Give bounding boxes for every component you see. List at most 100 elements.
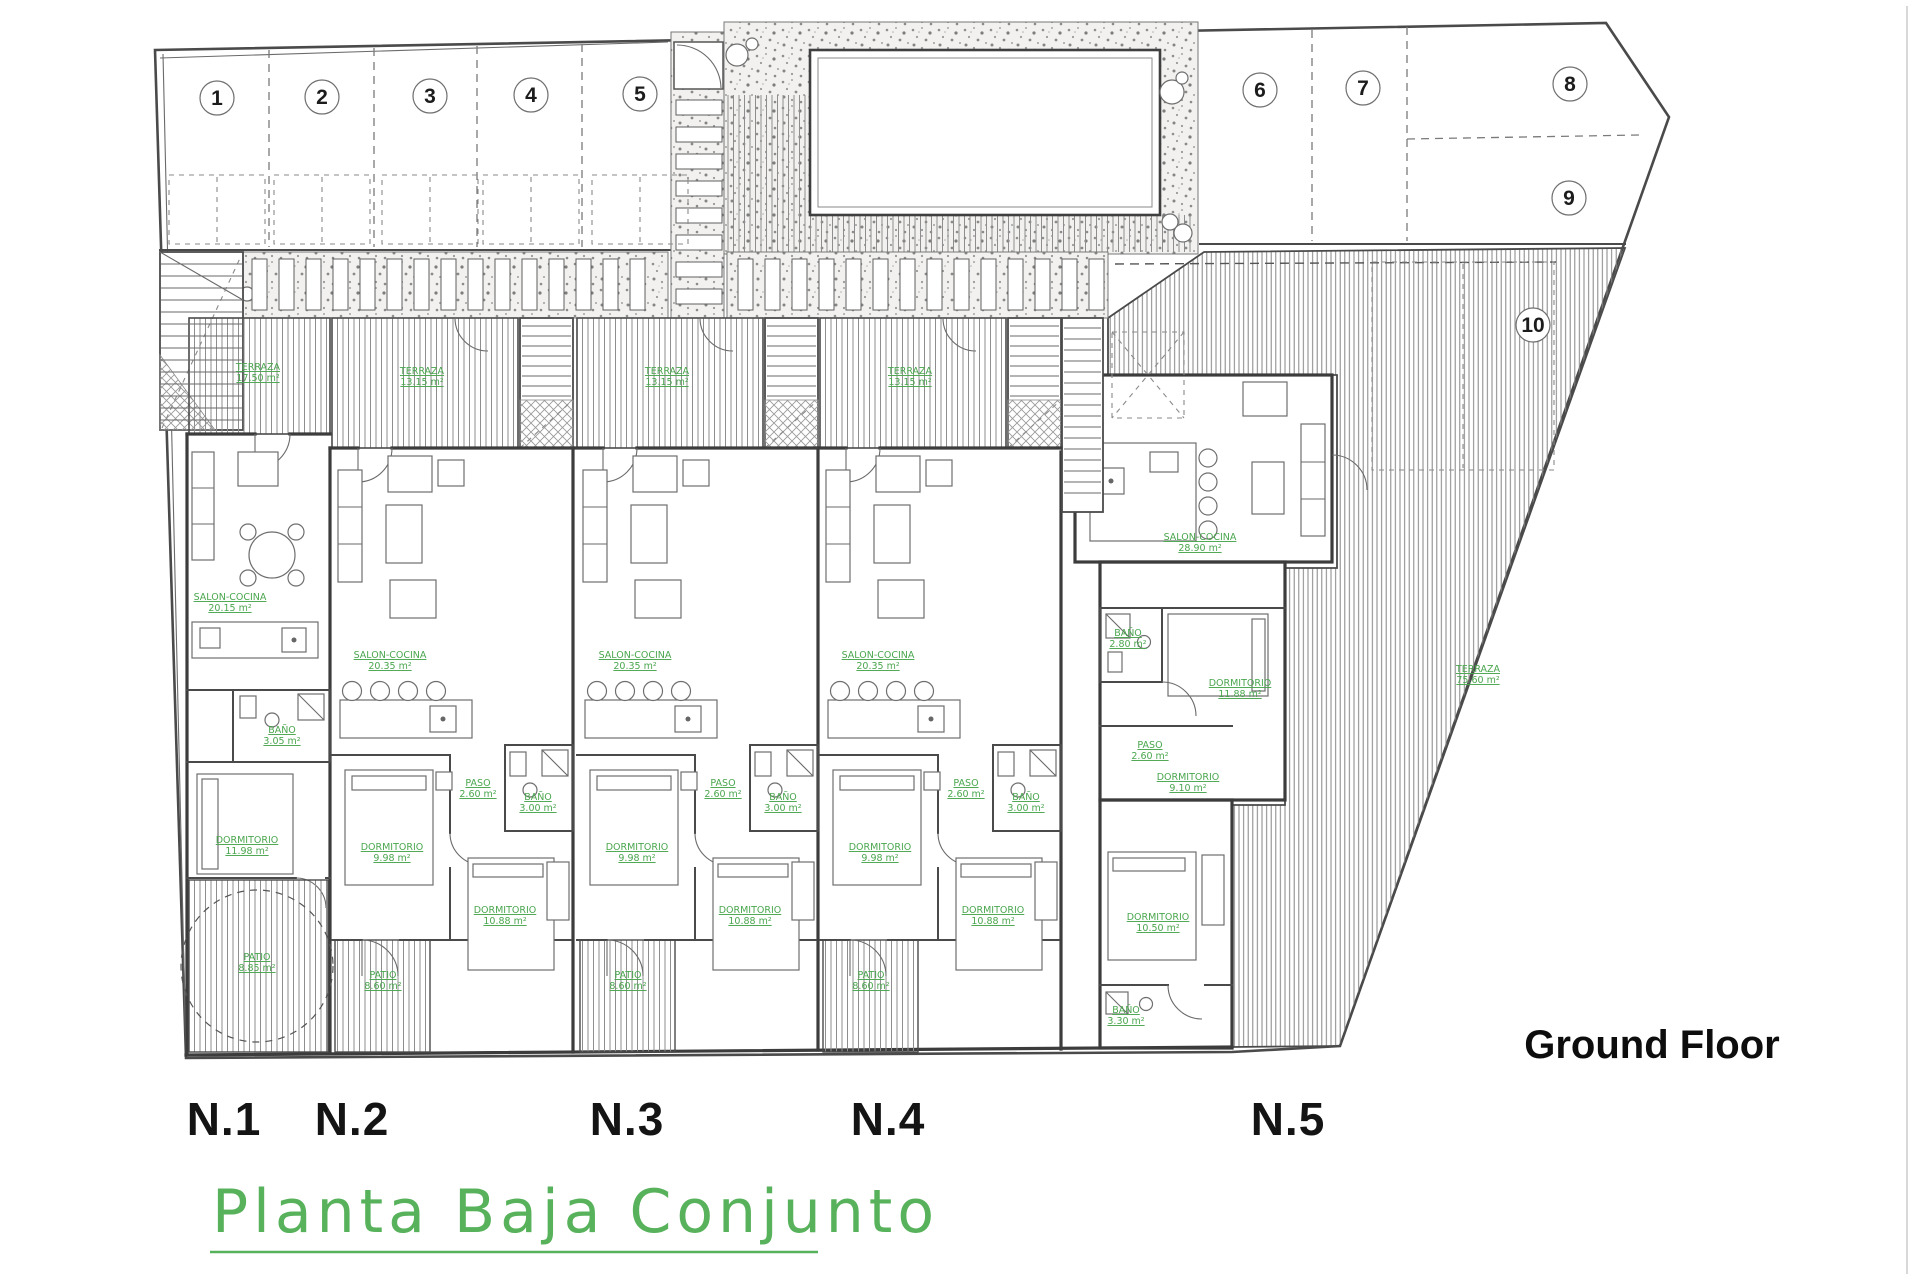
pergola-slat (629, 258, 646, 311)
room-label: DORMITORIO (216, 835, 279, 846)
room-area: 3.00 m² (764, 803, 801, 814)
stepping-slab (675, 261, 723, 278)
parking-bay (381, 174, 479, 245)
bed (1167, 613, 1269, 697)
entrance-gate (673, 41, 724, 90)
room-label: BAÑO (1114, 628, 1142, 639)
parking-space-4: 4 (513, 77, 549, 113)
parking-number: 4 (525, 84, 537, 107)
pergola-slat (278, 258, 295, 311)
room-label: SALON-COCINA (842, 650, 915, 661)
parking-numbers: 1 2 3 4 5 6 7 8 9 10 (199, 66, 1588, 343)
parking-number: 6 (1254, 79, 1266, 102)
room-area: 3.00 m² (519, 803, 556, 814)
pergola-slat (521, 258, 538, 311)
parking-space-3: 3 (412, 78, 448, 114)
pergola-slat (845, 258, 862, 311)
generated-linework (161, 99, 1105, 1053)
pergola-slat (1034, 258, 1051, 311)
room-area: 2.60 m² (947, 789, 984, 800)
pergola-slat (575, 258, 592, 311)
room-area: 10.88 m² (971, 916, 1014, 927)
pergola-slat (1007, 258, 1024, 311)
room-area: 17.50 m² (236, 373, 279, 384)
room-area: 9.98 m² (373, 853, 410, 864)
parking-space-1: 1 (199, 80, 235, 116)
stepping-slab (675, 288, 723, 305)
parking-bay (482, 174, 580, 245)
stepping-slab (675, 234, 723, 251)
room-area: 2.60 m² (1131, 751, 1168, 762)
pergola-slat (359, 258, 376, 311)
pergola-slat (764, 258, 781, 311)
pergola-slat (899, 258, 916, 311)
room-label: DORMITORIO (1209, 678, 1272, 689)
room-label: DORMITORIO (719, 905, 782, 916)
room-area: 10.88 m² (483, 916, 526, 927)
room-label: PASO (1137, 740, 1162, 751)
parking-space-7: 7 (1345, 70, 1381, 106)
room-area: 13.15 m² (888, 377, 931, 388)
room-label: DORMITORIO (849, 842, 912, 853)
pergola-slat (926, 258, 943, 311)
pergola-slat (548, 258, 565, 311)
stepping-slab (675, 180, 723, 197)
room-area: 13.15 m² (645, 377, 688, 388)
room-area: 2.60 m² (704, 789, 741, 800)
room-label: PASO (953, 778, 978, 789)
stepping-slab (675, 153, 723, 170)
room-label: PASO (465, 778, 490, 789)
stepping-slab (675, 99, 723, 116)
room-label: PATIO (858, 970, 885, 981)
unit-shells (180, 317, 1368, 1057)
pergola-slat (1061, 258, 1078, 311)
room-area: 2.80 m² (1109, 639, 1146, 650)
room-area: 3.30 m² (1107, 1016, 1144, 1027)
unit-interior-n2 (328, 317, 575, 1053)
plant-icon (745, 37, 759, 51)
room-label: SALON-COCINA (194, 592, 267, 603)
pergola-slat (980, 258, 997, 311)
parking-bay-10 (1371, 261, 1555, 471)
patio-n1 (188, 879, 329, 1053)
room-label: TERRAZA (644, 366, 690, 377)
pergola-slat (602, 258, 619, 311)
unit-name-n2: N.2 (315, 1093, 390, 1145)
room-area: 3.05 m² (263, 736, 300, 747)
plant-icon (725, 43, 749, 67)
room-label: BAÑO (268, 725, 296, 736)
room-area: 9.98 m² (861, 853, 898, 864)
plant-icon (1173, 223, 1193, 243)
room-area: 9.10 m² (1169, 783, 1206, 794)
room-label: TERRAZA (1455, 664, 1501, 675)
room-area: 13.15 m² (400, 377, 443, 388)
room-area: 8.60 m² (852, 981, 889, 992)
unit-name-n1: N.1 (187, 1093, 262, 1145)
unit-name-n5: N.5 (1251, 1093, 1326, 1145)
parking-number: 8 (1564, 73, 1576, 96)
room-label: PASO (710, 778, 735, 789)
parking-space-6: 6 (1242, 72, 1278, 108)
parking-number: 1 (211, 87, 223, 110)
room-area: 20.15 m² (208, 603, 251, 614)
parking-number: 2 (316, 86, 328, 109)
room-label: DORMITORIO (361, 842, 424, 853)
room-label: BAÑO (769, 792, 797, 803)
unit-interior-n3 (573, 317, 820, 1053)
room-area: 20.35 m² (368, 661, 411, 672)
floor-label: Ground Floor (1524, 1023, 1780, 1067)
room-area: 3.00 m² (1007, 803, 1044, 814)
pool-zone (723, 21, 1199, 255)
patio-circle (180, 889, 334, 1043)
room-label: PATIO (244, 952, 271, 963)
terrace-n1 (188, 317, 331, 435)
room-area: 20.35 m² (856, 661, 899, 672)
bathroom (749, 744, 819, 832)
room-label: PATIO (370, 970, 397, 981)
pergola-slat (305, 258, 322, 311)
room-area: 28.90 m² (1178, 543, 1221, 554)
patio (579, 939, 676, 1053)
page-title: Planta Baja Conjunto (212, 1177, 939, 1247)
room-area: 8.85 m² (238, 963, 275, 974)
